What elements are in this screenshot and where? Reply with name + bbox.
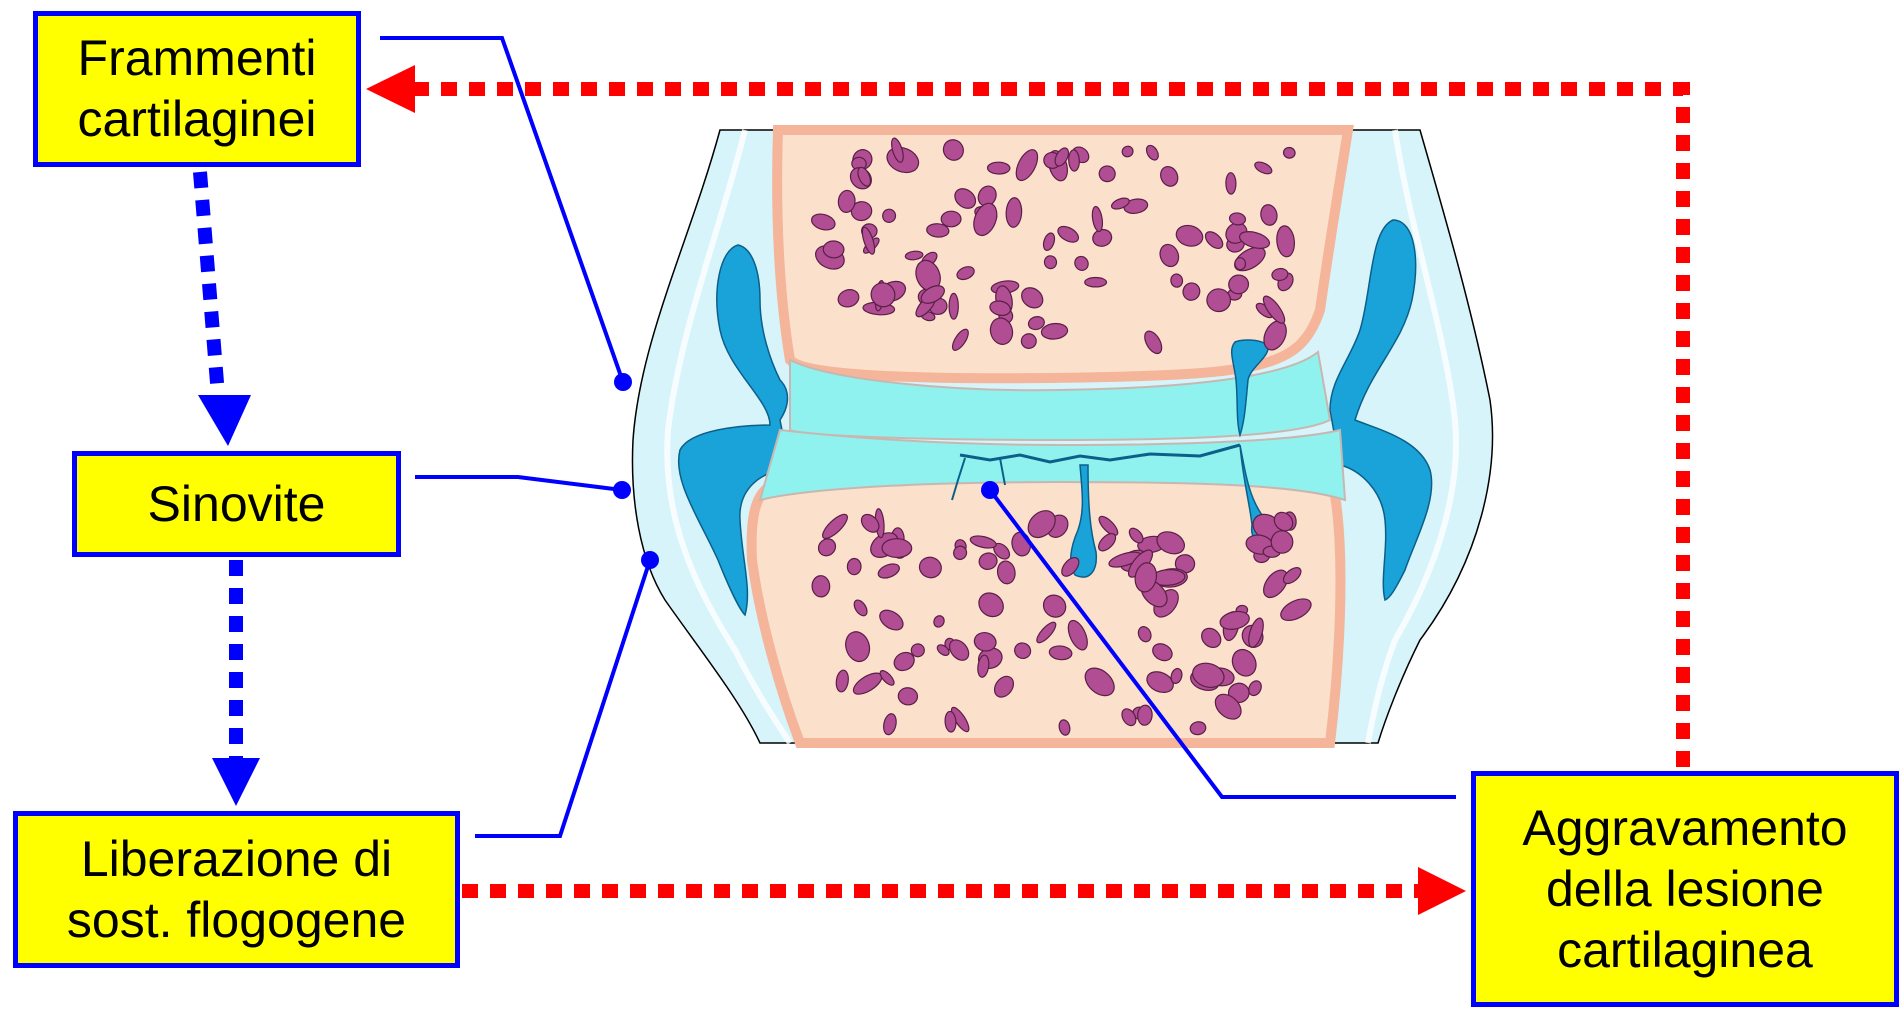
box-aggravamento-lesione: Aggravamento della lesione cartilaginea xyxy=(1471,771,1899,1007)
marrow-spot xyxy=(847,558,861,575)
marrow-spot xyxy=(1271,530,1294,553)
aggravamento-line2: della lesione xyxy=(1522,859,1847,920)
arrow-liberazione-to-aggravamento-head xyxy=(1418,867,1466,915)
box-sinovite: Sinovite xyxy=(72,451,401,557)
liberazione-line2: sost. flogogene xyxy=(67,890,406,951)
frammenti-line2: cartilaginei xyxy=(77,89,316,150)
frammenti-line1: Frammenti xyxy=(77,28,316,89)
marrow-spot xyxy=(882,538,912,557)
arrow-frammenti-to-sinovite-shaft xyxy=(200,172,218,395)
connector-liberazione xyxy=(475,560,650,836)
arrow-frammenti-to-sinovite-head xyxy=(198,395,251,446)
endpoint-capsule-bottom xyxy=(641,551,659,569)
box-frammenti-cartilaginei: Frammenti cartilaginei xyxy=(33,11,361,167)
arrow-sinovite-to-liberazione-head xyxy=(212,758,260,806)
arrow-aggravamento-to-frammenti-head xyxy=(366,65,415,113)
marrow-spot xyxy=(941,211,961,227)
marrow-spot xyxy=(1206,288,1231,312)
marrow-spot xyxy=(987,162,1010,174)
endpoint-cartilage xyxy=(981,481,999,499)
aggravamento-line3: cartilaginea xyxy=(1522,920,1847,981)
box-liberazione-sost-flogogene: Liberazione di sost. flogogene xyxy=(13,811,460,968)
marrow-spot xyxy=(949,293,958,319)
endpoint-capsule-top xyxy=(614,373,632,391)
liberazione-line1: Liberazione di xyxy=(67,829,406,890)
sinovite-line1: Sinovite xyxy=(148,474,326,535)
connector-sinovite xyxy=(415,477,622,490)
marrow-spot xyxy=(1235,257,1246,270)
endpoint-synovium xyxy=(613,481,631,499)
marrow-spot xyxy=(1085,278,1107,287)
marrow-spot xyxy=(812,575,831,597)
aggravamento-line1: Aggravamento xyxy=(1522,798,1847,859)
marrow-spot xyxy=(823,240,844,258)
marrow-spot xyxy=(1226,173,1236,195)
